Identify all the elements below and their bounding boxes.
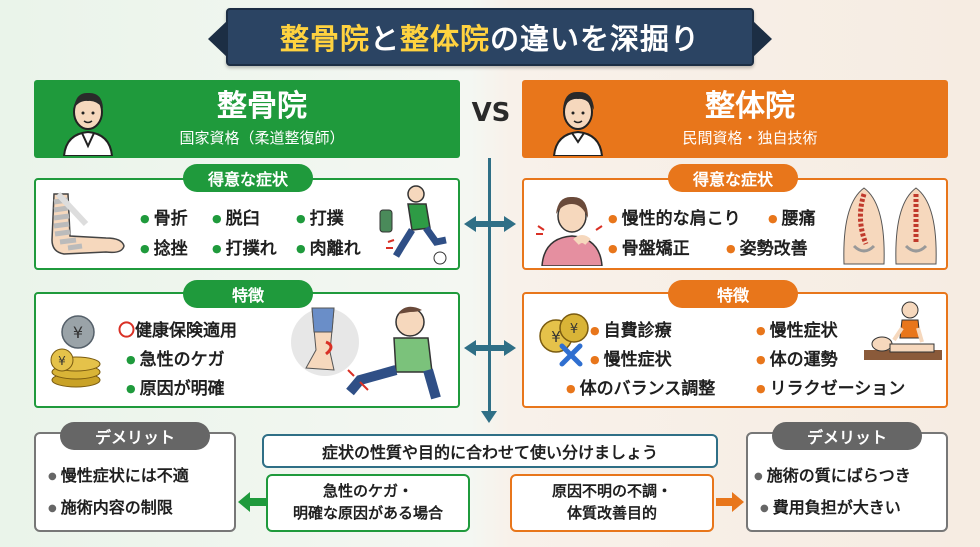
- demerit-item: 費用負担が大きい: [760, 494, 901, 518]
- strength-item: 脱臼: [212, 204, 260, 229]
- demerit-item: 慢性症状には不適: [48, 462, 189, 486]
- massage-icon: [864, 301, 942, 360]
- strength-item: 打撲: [296, 204, 344, 229]
- strength-item: 打撲れ: [212, 234, 277, 259]
- feature-item: リラクゼーション: [756, 374, 906, 399]
- feature-item: 急性のケガ: [126, 345, 225, 370]
- title-connector: と: [369, 22, 400, 56]
- use-case-line: 原因不明の不調・: [551, 482, 672, 501]
- seikotsuin-qualification: 国家資格（柔道整復師）: [179, 129, 345, 147]
- bandage-arm-icon: [51, 191, 125, 255]
- circle-mark-icon: 〇: [118, 321, 135, 341]
- strength-item: 慢性的な肩こり: [608, 204, 741, 229]
- svg-text:¥: ¥: [551, 328, 561, 346]
- right-arrow-icon: [716, 492, 744, 512]
- seikotsuin-features-label: 特徴: [183, 280, 313, 308]
- strength-item: 骨折: [140, 204, 188, 229]
- seikotsuin-use-case: 急性のケガ・ 明確な原因がある場合: [266, 474, 470, 532]
- seikotsuin-name: 整骨院: [217, 89, 307, 124]
- seitaiin-name: 整体院: [705, 89, 795, 124]
- strength-item: 骨盤矯正: [608, 234, 690, 259]
- injured-leg-icon: [291, 307, 359, 376]
- vs-label: VS: [471, 98, 511, 128]
- seitaiin-header: 整体院 民間資格・独自技術: [522, 80, 948, 158]
- strength-item: 腰痛: [768, 204, 816, 229]
- demerit-item: 施術内容の制限: [48, 494, 173, 518]
- svg-text:¥: ¥: [73, 323, 83, 342]
- cross-mark-icon: [559, 343, 583, 367]
- page-title: 整骨院と整体院の違いを深掘り: [280, 16, 700, 58]
- feature-item: 慢性症状: [756, 316, 838, 341]
- feature-item: 体の運勢: [756, 345, 838, 370]
- feature-item-label: 健康保険適用: [135, 321, 237, 341]
- seitaiin-qualification: 民間資格・独自技術: [682, 129, 818, 147]
- compare-arrow-icon: [464, 340, 516, 356]
- seitaiin-strengths-label: 得意な症状: [668, 164, 798, 192]
- use-case-line: 急性のケガ・: [322, 482, 413, 501]
- seitaiin-use-case: 原因不明の不調・ 体質改善目的: [510, 474, 714, 532]
- svg-text:¥: ¥: [58, 354, 66, 368]
- usage-advice-message: 症状の性質や目的に合わせて使い分けましょう: [262, 434, 718, 468]
- use-case-line: 体質改善目的: [566, 504, 657, 522]
- strength-item: 捻挫: [140, 234, 188, 259]
- use-case-line: 明確な原因がある場合: [292, 504, 443, 522]
- center-connector-line: [488, 158, 491, 413]
- seikotsuin-features-box: [34, 292, 460, 408]
- title-right-name: 整体院: [400, 22, 491, 56]
- soccer-player-icon: [379, 185, 447, 265]
- yen-coins-icon: ¥ ¥: [50, 315, 101, 388]
- doctor-icon: [62, 92, 114, 156]
- sitting-injured-icon: [346, 306, 441, 400]
- strength-item: 肉離れ: [296, 234, 361, 259]
- demerit-item: 施術の質にばらつき: [754, 462, 911, 486]
- feature-item: 慢性症状: [590, 345, 672, 370]
- therapist-icon: [552, 91, 604, 156]
- down-arrow-icon: [481, 411, 497, 423]
- compare-arrow-icon: [464, 216, 516, 232]
- left-arrow-icon: [238, 492, 266, 512]
- strength-item: 姿勢改善: [726, 234, 808, 259]
- title-left-name: 整骨院: [279, 22, 370, 56]
- title-suffix: の違いを深掘り: [490, 22, 701, 56]
- shoulder-pain-icon: [536, 196, 603, 266]
- seikotsuin-strengths-label: 得意な症状: [183, 164, 313, 192]
- feature-item: 体のバランス調整: [566, 374, 716, 399]
- seitaiin-features-label: 特徴: [668, 280, 798, 308]
- seikotsuin-demerit-label: デメリット: [60, 422, 210, 450]
- feature-item: 原因が明確: [126, 374, 225, 399]
- feature-item-insurance: 〇健康保険適用: [118, 316, 237, 341]
- seitaiin-demerit-label: デメリット: [772, 422, 922, 450]
- title-banner: 整骨院と整体院の違いを深掘り: [208, 8, 772, 66]
- yen-coins-icon: ¥ ¥: [539, 313, 589, 353]
- svg-text:¥: ¥: [570, 322, 578, 337]
- feature-item: 自費診療: [590, 316, 672, 341]
- spine-icon: [843, 187, 937, 265]
